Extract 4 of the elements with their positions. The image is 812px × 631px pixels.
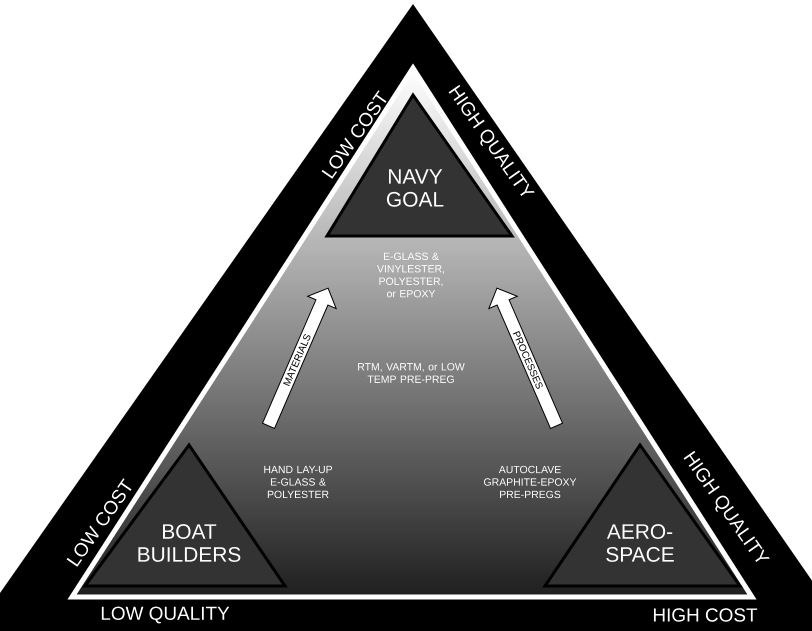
- band-label: LOW QUALITY: [102, 606, 230, 624]
- method-text: E-GLASS & VINYLESTER, POLYESTER, or EPOXY: [377, 252, 444, 298]
- band-label: HIGH COST: [654, 608, 758, 622]
- method-text: RTM, VARTM, or LOW TEMP PRE-PREG: [358, 363, 465, 383]
